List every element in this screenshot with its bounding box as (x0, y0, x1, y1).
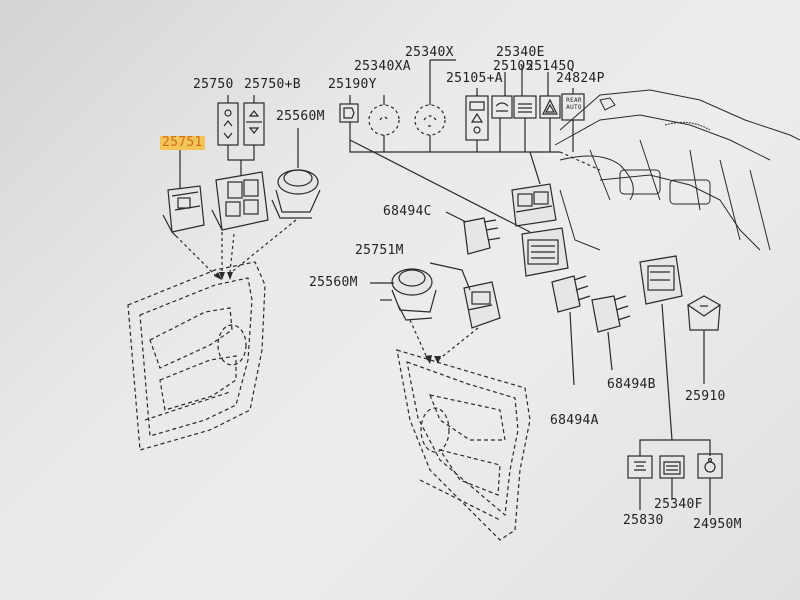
connector-68494b (591, 295, 631, 333)
switch-block-upper (511, 183, 557, 227)
label-25145q: 25145Q (526, 59, 575, 74)
label-25910: 25910 (685, 389, 726, 404)
label-25750: 25750 (193, 77, 234, 92)
right-door-leaders (409, 319, 479, 361)
label-25190y: 25190Y (328, 77, 377, 92)
label-25560m-top: 25560M (276, 109, 325, 124)
right-door-leader-arrows (425, 355, 441, 364)
dashed-circle-25340xa (368, 104, 400, 136)
switch-25751m (463, 281, 501, 329)
label-24824p: 24824P (556, 71, 605, 86)
label-25750b: 25750+B (244, 77, 301, 92)
label-25340x: 25340X (405, 45, 454, 60)
dashboard-outline (554, 89, 800, 251)
label-25751: 25751 (160, 135, 205, 150)
symbol-box-25750b (243, 102, 265, 146)
symbol-box-25830 (627, 455, 653, 479)
right-door-panel (396, 349, 531, 541)
switch-25751 (162, 185, 205, 237)
dashed-circle-25340x (414, 104, 446, 136)
connector-68494a (551, 275, 591, 313)
label-25340e: 25340E (496, 45, 545, 60)
label-25340xa: 25340XA (354, 59, 411, 74)
label-25105: 25105 (493, 59, 534, 74)
symbol-box-25105a (465, 95, 489, 141)
label-rear-auto: REAR AUTO (566, 97, 582, 111)
label-25105a: 25105+A (446, 71, 503, 86)
symbol-box-25340f (659, 455, 685, 479)
left-door-panel (127, 261, 266, 451)
label-24950m: 24950M (693, 517, 742, 532)
switch-25340f-body (639, 255, 683, 305)
connector-68494c (463, 217, 501, 255)
label-25830: 25830 (623, 513, 664, 528)
label-68494b: 68494B (607, 377, 656, 392)
switch-block-lower (521, 227, 569, 277)
label-68494a: 68494A (550, 413, 599, 428)
symbol-box-25105 (491, 95, 513, 119)
left-door-leader-arrows (214, 272, 233, 280)
label-25560m-mid: 25560M (309, 275, 358, 290)
mirror-switch-mid (391, 268, 437, 321)
symbol-box-25145q (539, 95, 561, 119)
symbol-box-25340e (513, 95, 537, 119)
lamp-symbol-box (339, 103, 359, 123)
left-door-leaders (175, 219, 297, 279)
symbol-box-25750 (217, 102, 239, 146)
label-68494c: 68494C (383, 204, 432, 219)
symbol-box-24950m (697, 453, 723, 479)
label-25751m: 25751M (355, 243, 404, 258)
switch-25910 (686, 295, 722, 331)
mirror-switch-top (271, 169, 321, 219)
switch-25750 (211, 171, 269, 231)
label-25340f: 25340F (654, 497, 703, 512)
